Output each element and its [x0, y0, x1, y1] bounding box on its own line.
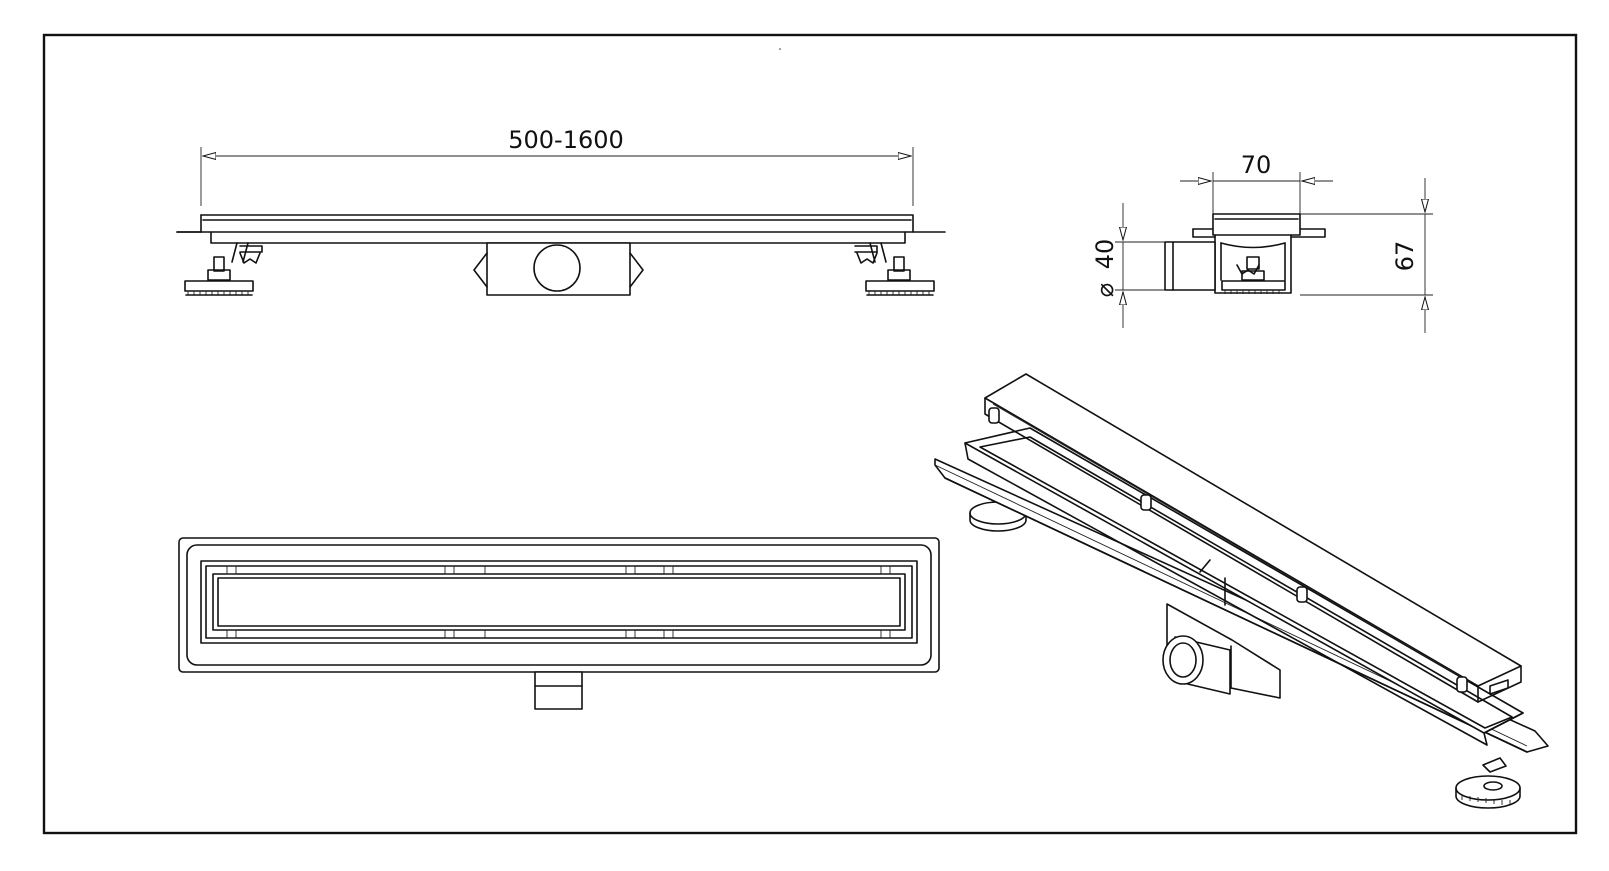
outlet-diameter-value: 40: [1091, 239, 1119, 270]
side-view: 70 67 ⌀ 40: [1091, 151, 1433, 333]
iso-foot-right: [1455, 775, 1521, 809]
diameter-symbol: ⌀: [1091, 283, 1119, 297]
isometric-view: [934, 373, 1549, 809]
top-view: [178, 537, 940, 710]
outlet-pipe-front: [533, 244, 581, 292]
width-dimension-label: 70: [1241, 151, 1272, 179]
front-view: 500-1600: [176, 126, 946, 296]
height-dimension-label: 67: [1391, 241, 1419, 272]
iso-grate: [984, 373, 1522, 703]
iso-outlet: [1162, 603, 1281, 699]
sheet-dot: [779, 48, 781, 50]
left-foot: [184, 242, 263, 296]
right-foot: [854, 242, 935, 296]
outlet-diameter-label: ⌀ 40: [1091, 239, 1119, 298]
length-dimension-label: 500-1600: [508, 126, 624, 154]
drawing-frame: [42, 33, 1578, 835]
